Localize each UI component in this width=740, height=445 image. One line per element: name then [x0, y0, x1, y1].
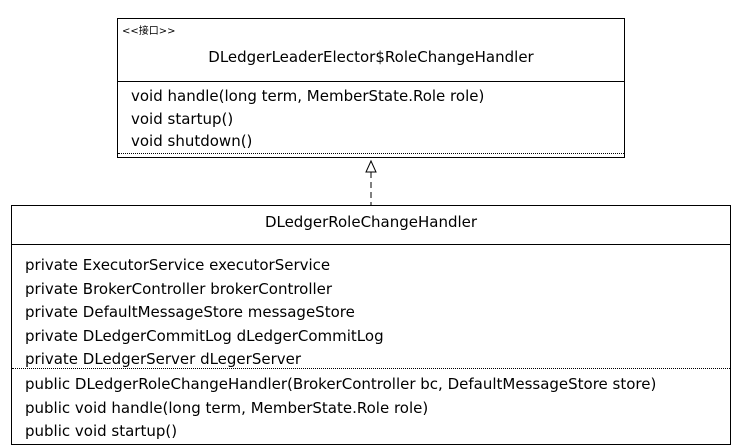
- interface-dotted-separator: [118, 153, 624, 154]
- interface-method: void handle(long term, MemberState.Role …: [131, 87, 485, 105]
- class-name: DLedgerRoleChangeHandler: [264, 213, 478, 231]
- interface-stereotype: <<接口>>: [122, 26, 176, 37]
- class-box: DLedgerRoleChangeHandler private Executo…: [11, 205, 731, 445]
- class-field: private DLedgerServer dLegerServer: [25, 350, 302, 368]
- class-divider: [12, 244, 730, 245]
- interface-method: void shutdown(): [131, 132, 253, 150]
- interface-box: <<接口>> DLedgerLeaderElector$RoleChangeHa…: [117, 18, 625, 158]
- class-method: public void handle(long term, MemberStat…: [25, 398, 429, 417]
- class-field: private ExecutorService executorService: [25, 256, 331, 274]
- class-methods: public DLedgerRoleChangeHandler(BrokerCo…: [25, 373, 656, 444]
- interface-divider: [118, 81, 624, 82]
- interface-name: DLedgerLeaderElector$RoleChangeHandler: [208, 48, 534, 66]
- realization-hollow-arrowhead: [365, 159, 377, 173]
- interface-methods: void handle(long term, MemberState.Role …: [131, 85, 484, 153]
- class-field: private DLedgerCommitLog dLedgerCommitLo…: [25, 326, 384, 345]
- class-method: public void startup(): [25, 422, 178, 440]
- interface-method: void startup(): [131, 109, 234, 128]
- class-dotted-separator: [12, 368, 730, 369]
- class-method: public DLedgerRoleChangeHandler(BrokerCo…: [25, 375, 657, 393]
- class-field: private DefaultMessageStore messageStore: [25, 303, 355, 321]
- class-field: private BrokerController brokerControlle…: [25, 279, 333, 298]
- class-fields: private ExecutorService executorService …: [25, 254, 384, 372]
